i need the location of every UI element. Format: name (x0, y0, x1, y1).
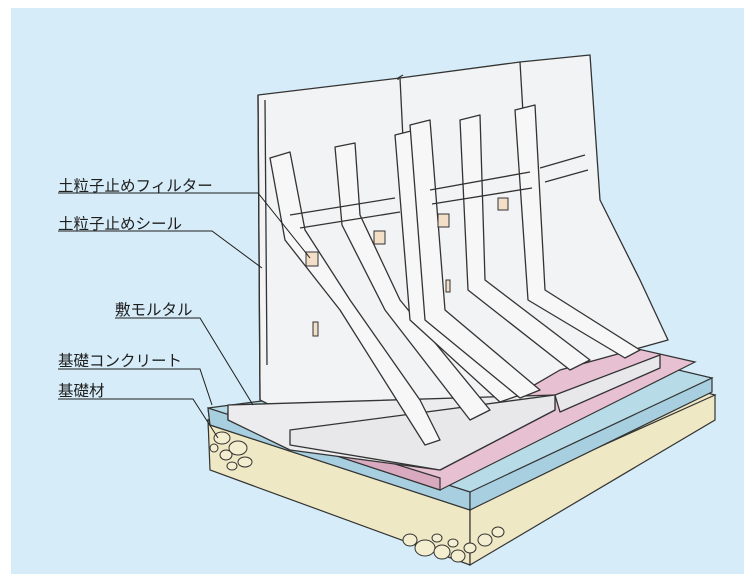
label-soil-seal: 土粒子止めシール (58, 215, 183, 233)
label-foundation-material: 基礎材 (58, 382, 105, 400)
filter-pieces (305, 197, 509, 337)
gravel-stones (209, 431, 505, 563)
label-soil-filter: 土粒子止めフィルター (58, 177, 213, 195)
label-mortar: 敷モルタル (115, 301, 193, 319)
retaining-wall-panels (227, 54, 669, 471)
label-foundation-concrete: 基礎コンクリート (58, 352, 183, 370)
leader-lines (58, 192, 311, 439)
